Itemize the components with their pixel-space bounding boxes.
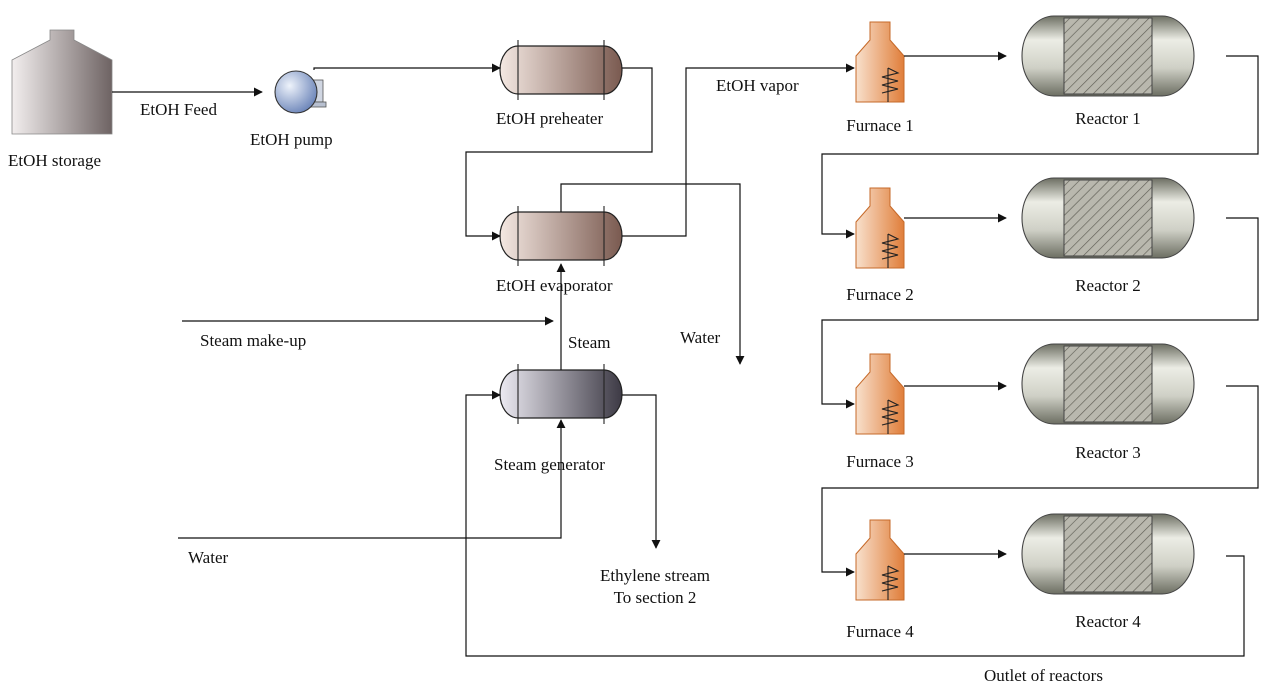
pump: [274, 70, 327, 114]
evaporator-label: EtOH evaporator: [496, 276, 613, 295]
reactor-3-label: Reactor 3: [1075, 443, 1141, 462]
steam-generator: [499, 364, 623, 424]
storage-tank: [11, 29, 113, 135]
furnace-4: [855, 519, 905, 601]
reactor-1-to-furnace-2: [821, 55, 1259, 239]
preheater-to-evaporator: [465, 67, 653, 241]
steam-makeup-label: Steam make-up: [200, 331, 307, 350]
feed-label: EtOH Feed: [140, 100, 217, 119]
steam-generator-label: Steam generator: [494, 455, 605, 474]
furnace-2: [855, 187, 905, 269]
vapor-label: EtOH vapor: [716, 76, 799, 95]
preheater: [499, 40, 623, 100]
reactor-3-to-furnace-4: [821, 385, 1259, 577]
water-in-stream: [178, 419, 566, 539]
vapor-to-furnace-1: [622, 63, 855, 237]
reactor-1: [1021, 15, 1195, 97]
ethylene-stream-label: Ethylene stream: [600, 566, 710, 585]
furnace-3-label: Furnace 3: [846, 452, 914, 471]
storage-label: EtOH storage: [8, 151, 102, 170]
pump-to-preheater: [313, 63, 501, 73]
evaporator-water-out: [560, 183, 745, 365]
reactor-1-label: Reactor 1: [1075, 109, 1141, 128]
evaporator-water-label: Water: [680, 328, 721, 347]
furnace-4-label: Furnace 4: [846, 622, 914, 641]
furnace-2-label: Furnace 2: [846, 285, 914, 304]
pump-label: EtOH pump: [250, 130, 333, 149]
preheater-label: EtOH preheater: [496, 109, 604, 128]
to-section-label: To section 2: [613, 588, 697, 607]
reactor-4: [1021, 513, 1195, 595]
reactor-2-label: Reactor 2: [1075, 276, 1141, 295]
steam-label: Steam: [568, 333, 611, 352]
furnace-1-label: Furnace 1: [846, 116, 914, 135]
ethylene-stream: [622, 394, 661, 549]
evaporator: [499, 206, 623, 266]
reactor-2-to-furnace-3: [821, 217, 1259, 409]
reactor-4-label: Reactor 4: [1075, 612, 1141, 631]
outlet-label: Outlet of reactors: [984, 666, 1103, 685]
water-in-label: Water: [188, 548, 229, 567]
reactor-3: [1021, 343, 1195, 425]
furnace-1: [855, 21, 905, 103]
outlet-return-stream: [465, 390, 1245, 657]
furnace-3: [855, 353, 905, 435]
reactor-2: [1021, 177, 1195, 259]
